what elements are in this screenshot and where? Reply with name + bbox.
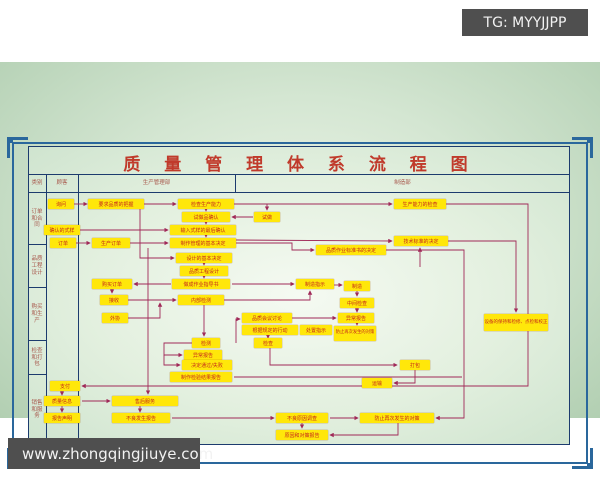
flow-node-inspection: 检查 [254,338,282,348]
flow-node-purchase-order: 购买订单 [92,279,132,289]
flow-node-internal-test: 内部检测 [178,295,224,305]
header-manufacturing-dept: 制造部 [394,179,411,186]
flow-node-trial-confirm: 试做品确认 [182,212,230,222]
flow-node-abnormal-report-left: 异常报告 [184,350,222,360]
flow-node-order: 订单 [50,238,76,248]
header-customer: 顾客 [56,179,68,186]
row-label-inspection-packing: 检查和打包 [31,347,43,368]
row-divider-2 [28,287,46,288]
flow-node-quality-meeting: 品质会议讨论 [242,313,292,323]
frame-corner-bottom-right-icon [572,448,593,469]
flow-node-after-sales-service: 售后服务 [112,396,178,406]
watermark-bottom-text: www.zhongqingjiuye.com [22,444,214,463]
flow-node-cause-investigation: 不良原因调查 [276,413,328,423]
flow-node-inquiry: 询问 [48,199,74,209]
row-divider-4 [28,374,46,375]
flow-node-transport: 运输 [362,378,392,388]
flow-node-design-decision: 设计的基本决定 [176,253,232,263]
frame-corner-top-left-icon [7,137,28,158]
flow-node-mid-inspection: 中间检查 [340,298,374,308]
flow-node-confirmed-style: 确认的式样 [44,225,80,235]
flow-node-grasp-quality: 要求品质的把握 [88,199,144,209]
flow-node-defect-report: 不良发生报告 [112,413,170,423]
flow-node-cause-report: 原因和对策报告 [276,430,328,440]
flow-node-manufacture: 制造 [344,281,370,291]
row-label-purchase-production: 购买和生产 [31,304,43,324]
watermark-top-text: TG: MYYJJPP [483,14,567,31]
header-bottom-line [28,192,570,193]
flow-node-qc-std-decision: 品质作业标准书的决定 [316,245,386,255]
flow-node-regulated-action: 根据规定的行动 [242,325,298,335]
flow-node-mfg-instruction: 制造指示 [296,279,334,289]
flow-nodes: 询问 要求品质的把握 检查生产能力 生产能力的检查试做品确认 试做输入式样的最后确认 确认… [0,62,600,480]
row-divider-1 [28,244,46,245]
header-production-dept: 生产管理部 [142,179,171,186]
header-top-line [28,174,570,175]
flow-node-test-result-report: 制作检验结果报告 [170,372,232,382]
header-category: 类别 [31,179,43,186]
watermark-top-badge: TG: MYYJJPP [462,9,588,36]
flow-node-trial: 试做 [254,212,280,222]
flow-node-prevent-recurrence-2: 防止再次发生的对策 [360,413,434,423]
flow-node-check-prod-capacity: 检查生产能力 [178,199,234,209]
flow-node-mfg-mgmt-decision: 制作管理的基本决定 [170,238,236,248]
flow-node-pass-fail-decision: 决定通过/失败 [182,360,232,370]
flow-node-prod-capacity-check: 生产能力的检查 [394,199,446,209]
flow-node-payment: 支付 [50,381,80,391]
flow-node-prod-order: 生产订单 [92,238,130,248]
frame-corner-top-right-icon [572,137,593,158]
flow-node-abnormal-report-right: 异常报告 [338,313,374,323]
flow-node-final-style-confirm: 输入式样的最后确认 [170,225,236,235]
row-label-orders-contracts: 订单和合同 [31,208,43,229]
column-divider-3 [235,174,236,192]
flow-node-test: 检测 [192,338,220,348]
flow-node-pack: 打包 [400,360,430,370]
flow-node-equipment-maintenance: 设备的保持和检修、点检和校正 [484,314,548,331]
column-divider-1 [46,174,47,445]
row-label-sales-service: 销售和服务 [31,399,43,420]
chart-title: 质 量 管 理 体 系 流 程 图 [123,155,477,175]
row-label-quality-engineering: 品质工程设计 [31,256,43,276]
flow-node-outsource: 外协 [102,313,128,323]
flow-node-work-instruction: 做成作业指导书 [172,279,230,289]
watermark-bottom-badge: www.zhongqingjiuye.com [8,438,213,469]
flow-node-disposal-instruction: 处置指示 [300,325,332,335]
poster-background: 质 量 管 理 体 系 流 程 图 类别 顾客 生产管理部 制造部 订单和合同 … [0,62,600,469]
flow-node-quality-eng-design: 品质工程设计 [180,266,228,276]
flow-node-report-declaration: 报告声明 [44,413,80,423]
flow-node-receive: 接收 [100,295,128,305]
flow-node-quality-info: 质量信息 [44,396,80,406]
column-divider-2 [78,174,79,445]
row-divider-3 [28,340,46,341]
flow-node-prevent-recurrence: 防止再次发生的对策 [334,326,376,341]
flow-node-tech-std-decision: 技术标准的决定 [394,236,448,246]
